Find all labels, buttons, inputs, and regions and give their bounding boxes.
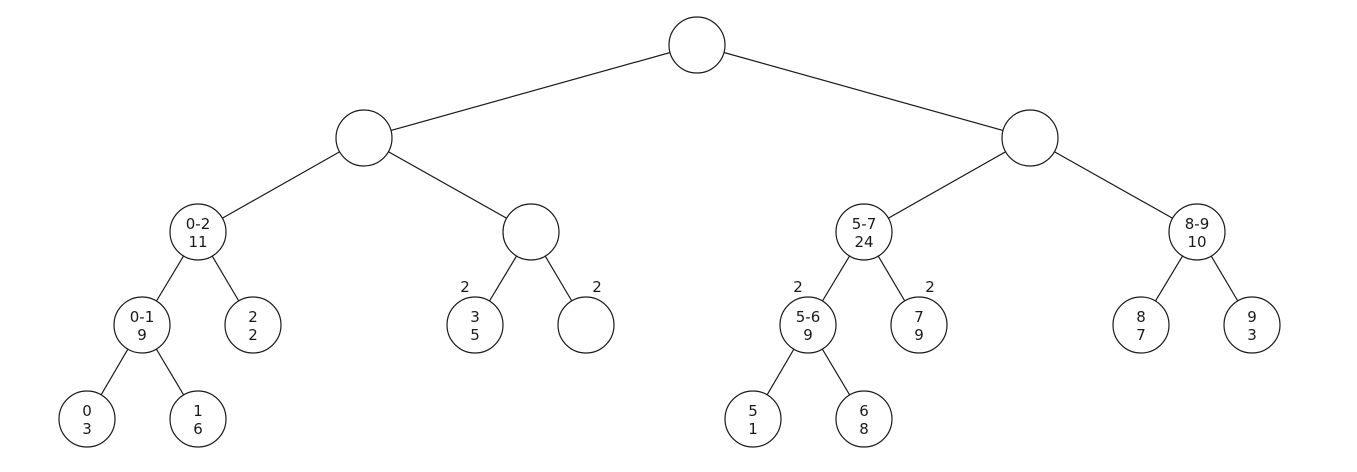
node-range-label: 0-2 — [186, 215, 211, 233]
tree-node-2: 22 — [224, 296, 282, 354]
tree-node-7: 79 — [890, 296, 948, 354]
node-sum-label: 11 — [188, 233, 207, 251]
tree-node-0-9: 0-957 — [668, 16, 726, 74]
node-range-label: 5 — [748, 402, 758, 420]
edge-n0-9-n5-9 — [696, 44, 1031, 139]
node-sum-label: 34 — [1020, 139, 1041, 157]
node-circle — [446, 296, 504, 354]
node-range-label: 8-9 — [1185, 215, 1210, 233]
node-range-label: 0-9 — [683, 28, 710, 46]
node-range-label: 1 — [193, 402, 203, 420]
tree-node-5-7: 5-724 — [835, 203, 893, 261]
node-sum-label: 2 — [248, 326, 258, 344]
node-circle — [835, 390, 893, 448]
tree-node-0-2: 0-211 — [169, 203, 227, 261]
tree-node-8: 87 — [1112, 296, 1170, 354]
node-sum-label: 5 — [470, 326, 480, 344]
node-range-label: 0-4 — [350, 121, 377, 139]
node-circle — [502, 203, 560, 261]
node-range-label: 9 — [1247, 308, 1257, 326]
node-circle — [557, 296, 615, 354]
node-circle — [335, 109, 393, 167]
tree-node-4: 43 — [557, 296, 615, 354]
tree-node-5: 51 — [724, 390, 782, 448]
node-circle — [1223, 296, 1281, 354]
node-range-label: 5-7 — [852, 215, 877, 233]
tree-node-1: 16 — [169, 390, 227, 448]
node-range-label: 7 — [914, 308, 924, 326]
edge-n0-4-n3-4 — [363, 137, 532, 233]
node-range-label: 5-9 — [1016, 121, 1043, 139]
tree-node-6: 68 — [835, 390, 893, 448]
node-sum-label: 10 — [1187, 233, 1206, 251]
node-range-label: 3 — [470, 308, 480, 326]
node-sum-label: 7 — [1136, 326, 1146, 344]
node-range-label: 0 — [82, 402, 92, 420]
node-circle — [1168, 203, 1226, 261]
tree-node-0-1: 0-19 — [113, 296, 171, 354]
node-sum-label: 9 — [137, 326, 147, 344]
edge-label-n3-4-n4: 2 — [592, 278, 602, 296]
edge-label-n5-7-n7: 2 — [925, 278, 935, 296]
tree-node-5-9: 5-934 — [1001, 109, 1059, 167]
node-sum-label: 9 — [803, 326, 813, 344]
node-circle — [58, 390, 116, 448]
node-range-label: 0-1 — [130, 308, 155, 326]
edge-n5-9-n5-7 — [863, 137, 1031, 233]
node-sum-label: 3 — [581, 326, 591, 344]
edge-n5-9-n8-9 — [1029, 137, 1198, 233]
edge-n0-9-n0-4 — [363, 44, 698, 139]
node-circle — [668, 16, 726, 74]
tree-node-0: 03 — [58, 390, 116, 448]
node-range-label: 3-4 — [517, 215, 544, 233]
node-range-label: 6 — [859, 402, 869, 420]
tree-node-3-4: 3-412 — [502, 203, 560, 261]
tree-node-0-4: 0-423 — [335, 109, 393, 167]
edge-n0-4-n0-2 — [197, 137, 365, 233]
node-circle — [890, 296, 948, 354]
node-sum-label: 9 — [914, 326, 924, 344]
node-circle — [1001, 109, 1059, 167]
tree-node-8-9: 8-910 — [1168, 203, 1226, 261]
tree-node-5-6: 5-69 — [779, 296, 837, 354]
node-circle — [779, 296, 837, 354]
node-sum-label: 12 — [521, 233, 542, 251]
tree-node-9: 93 — [1223, 296, 1281, 354]
node-range-label: 5-6 — [796, 308, 821, 326]
node-range-label: 2 — [248, 308, 258, 326]
node-sum-label: 3 — [1247, 326, 1257, 344]
node-circle — [224, 296, 282, 354]
node-sum-label: 24 — [854, 233, 873, 251]
node-sum-label: 57 — [687, 46, 708, 64]
edges-layer — [86, 44, 1253, 420]
nodes-layer: 0-9570-4235-9340-2113-4125-7248-9100-192… — [58, 16, 1281, 448]
node-range-label: 4 — [581, 308, 591, 326]
edge-label-n5-7-n5-6: 2 — [793, 278, 803, 296]
node-sum-label: 23 — [354, 139, 375, 157]
node-sum-label: 6 — [193, 420, 203, 438]
node-circle — [724, 390, 782, 448]
node-sum-label: 3 — [82, 420, 92, 438]
edge-label-n3-4-n3: 2 — [460, 278, 470, 296]
node-circle — [113, 296, 171, 354]
node-circle — [1112, 296, 1170, 354]
node-circle — [835, 203, 893, 261]
node-circle — [169, 390, 227, 448]
edge-labels-layer: 2 2 2 2 — [460, 278, 935, 296]
node-sum-label: 1 — [748, 420, 758, 438]
tree-node-3: 35 — [446, 296, 504, 354]
node-circle — [169, 203, 227, 261]
node-sum-label: 8 — [859, 420, 869, 438]
node-range-label: 8 — [1136, 308, 1146, 326]
